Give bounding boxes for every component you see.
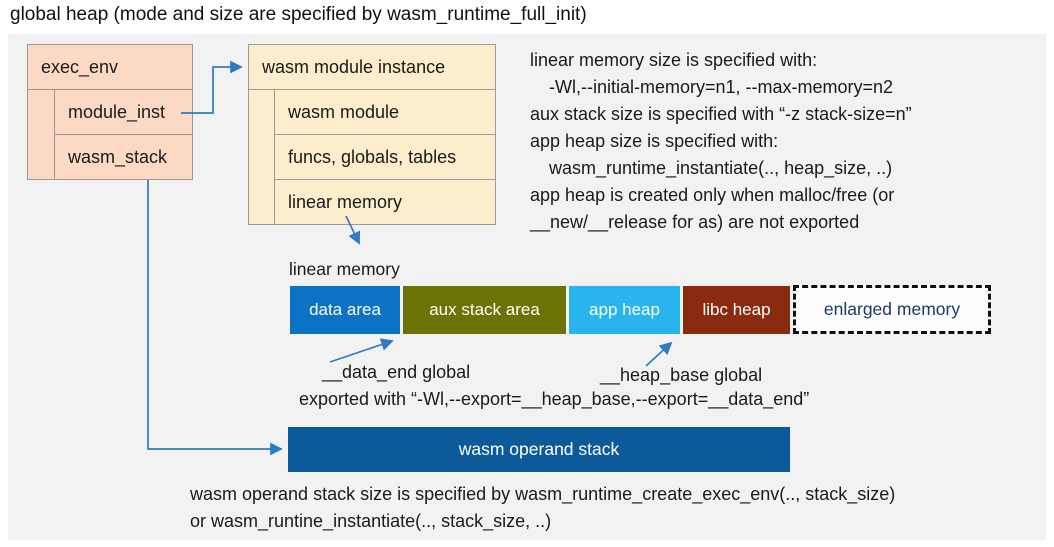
exec-env-row-wasm-stack: wasm_stack xyxy=(54,134,193,180)
note-line: wasm_runtime_instantiate(.., heap_size, … xyxy=(549,158,893,178)
note-line: -Wl,--initial-memory=n1, --max-memory=n2 xyxy=(549,77,894,97)
exec-env-header: exec_env xyxy=(28,45,192,90)
note-line: __new/__release for as) are not exported xyxy=(530,212,860,232)
operand-stack-note: wasm operand stack size is specified by … xyxy=(190,481,895,535)
module-instance-row-linear-memory: linear memory xyxy=(274,179,496,225)
exec-env-box: exec_env module_inst wasm_stack xyxy=(27,44,193,180)
note-line: linear memory size is specified with: xyxy=(530,50,818,70)
module-instance-row-funcs-globals-tables: funcs, globals, tables xyxy=(274,134,496,180)
linear-memory-bar: data area aux stack area app heap libc h… xyxy=(290,286,790,334)
heap-base-global-label: __heap_base global xyxy=(600,365,763,385)
note-line: wasm operand stack size is specified by … xyxy=(190,484,896,504)
module-instance-box: wasm module instance wasm module funcs, … xyxy=(248,44,496,225)
segment-aux-stack-area: aux stack area xyxy=(403,286,566,334)
note-line: aux stack size is specified with “-z sta… xyxy=(530,104,912,124)
exported-with-label: exported with “-Wl,--export=__heap_base,… xyxy=(299,389,810,409)
note-line: app heap size is specified with: xyxy=(530,131,779,151)
wasm-operand-stack-box: wasm operand stack xyxy=(288,427,790,472)
data-end-global-label: __data_end global xyxy=(322,362,471,382)
linear-memory-label: linear memory xyxy=(289,259,400,279)
segment-libc-heap: libc heap xyxy=(683,286,790,334)
diagram-title: global heap (mode and size are specified… xyxy=(10,4,587,25)
module-instance-header: wasm module instance xyxy=(249,45,495,90)
note-line: or wasm_runtine_instantiate(.., stack_si… xyxy=(190,511,552,531)
module-instance-row-wasm-module: wasm module xyxy=(274,89,496,135)
segment-data-area: data area xyxy=(290,286,400,334)
note-line: app heap is created only when malloc/fre… xyxy=(530,185,895,205)
segment-app-heap: app heap xyxy=(569,286,680,334)
memory-size-notes: linear memory size is specified with: -W… xyxy=(530,47,1045,236)
exec-env-row-module-inst: module_inst xyxy=(54,89,193,135)
segment-enlarged-memory: enlarged memory xyxy=(793,285,991,334)
